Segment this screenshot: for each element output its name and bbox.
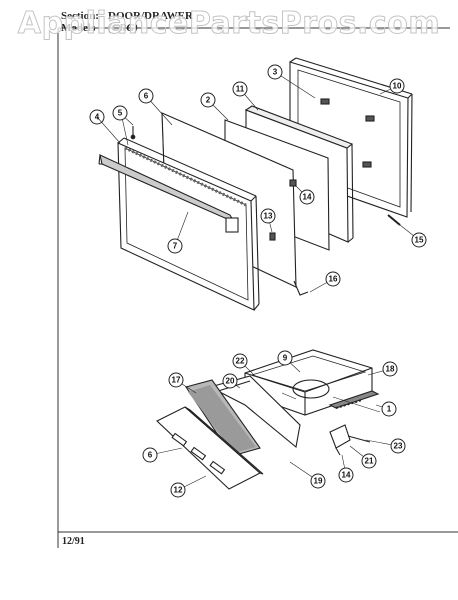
callout-text-2: 2 (206, 96, 211, 105)
callout-9 (277, 350, 293, 366)
model-label: Models (61, 22, 96, 34)
door-handle (98, 154, 239, 233)
callout-text-15: 15 (415, 236, 424, 245)
callout-text-17: 17 (172, 376, 181, 385)
callout-10 (389, 78, 405, 94)
model-value: (CRG) (108, 22, 138, 34)
callout-6-drawer (142, 447, 158, 463)
hinge-clip-14 (289, 179, 297, 187)
callout-text-14-drawer: 14 (342, 471, 351, 480)
date-code: 12/91 (62, 536, 85, 547)
callout-20 (222, 373, 238, 389)
callout-text-9: 9 (283, 354, 288, 363)
section-value: DOOR/DRAWER (108, 10, 193, 22)
callout-18 (382, 361, 398, 377)
callout-text-14-door: 14 (303, 193, 312, 202)
callout-23 (390, 438, 406, 454)
callout-11 (232, 81, 248, 97)
callout-text-13: 13 (264, 212, 273, 221)
callout-13 (260, 208, 276, 224)
callout-21 (361, 453, 377, 469)
callout-text-16-door: 16 (329, 275, 338, 284)
callout-1 (381, 401, 397, 417)
callout-14-drawer (338, 467, 354, 483)
callout-text-10: 10 (393, 82, 402, 91)
callout-7 (167, 238, 183, 254)
callout-text-3: 3 (273, 68, 278, 77)
callout-text-21: 21 (365, 457, 374, 466)
callout-19 (310, 473, 326, 489)
drawer-slide-rail (328, 390, 380, 409)
callout-5 (112, 105, 128, 121)
section-label: Section: (61, 10, 99, 22)
callout-text-23: 23 (394, 442, 403, 451)
callout-text-18: 18 (386, 365, 395, 374)
callout-text-5: 5 (118, 109, 123, 118)
callout-text-12: 12 (174, 486, 183, 495)
callout-text-11: 11 (236, 85, 245, 94)
callout-text-22: 22 (236, 357, 245, 366)
callout-text-7: 7 (173, 242, 178, 251)
leader-1 (332, 396, 381, 413)
callout-14-door (299, 189, 315, 205)
callout-15 (411, 232, 427, 248)
callout-text-4: 4 (95, 113, 100, 122)
callout-6-door (138, 88, 154, 104)
callout-text-6-drawer: 6 (148, 451, 153, 460)
callout-text-6-door: 6 (144, 92, 149, 101)
clip-13 (269, 232, 276, 241)
callout-17 (168, 372, 184, 388)
callout-text-1: 1 (387, 405, 392, 414)
callout-text-19: 19 (314, 477, 323, 486)
pin-15 (387, 214, 401, 226)
callout-2 (200, 92, 216, 108)
drawer-front-panel (156, 406, 264, 490)
hinge-16 (293, 280, 309, 296)
drawer-bracket (329, 424, 371, 456)
callout-22 (232, 353, 248, 369)
screw-5-head (130, 134, 136, 140)
callout-text-20: 20 (226, 377, 235, 386)
watermark: AppliancePartsPros.com (17, 6, 441, 42)
callout-16-door (325, 271, 341, 287)
callout-3 (267, 64, 283, 80)
callout-12 (170, 482, 186, 498)
